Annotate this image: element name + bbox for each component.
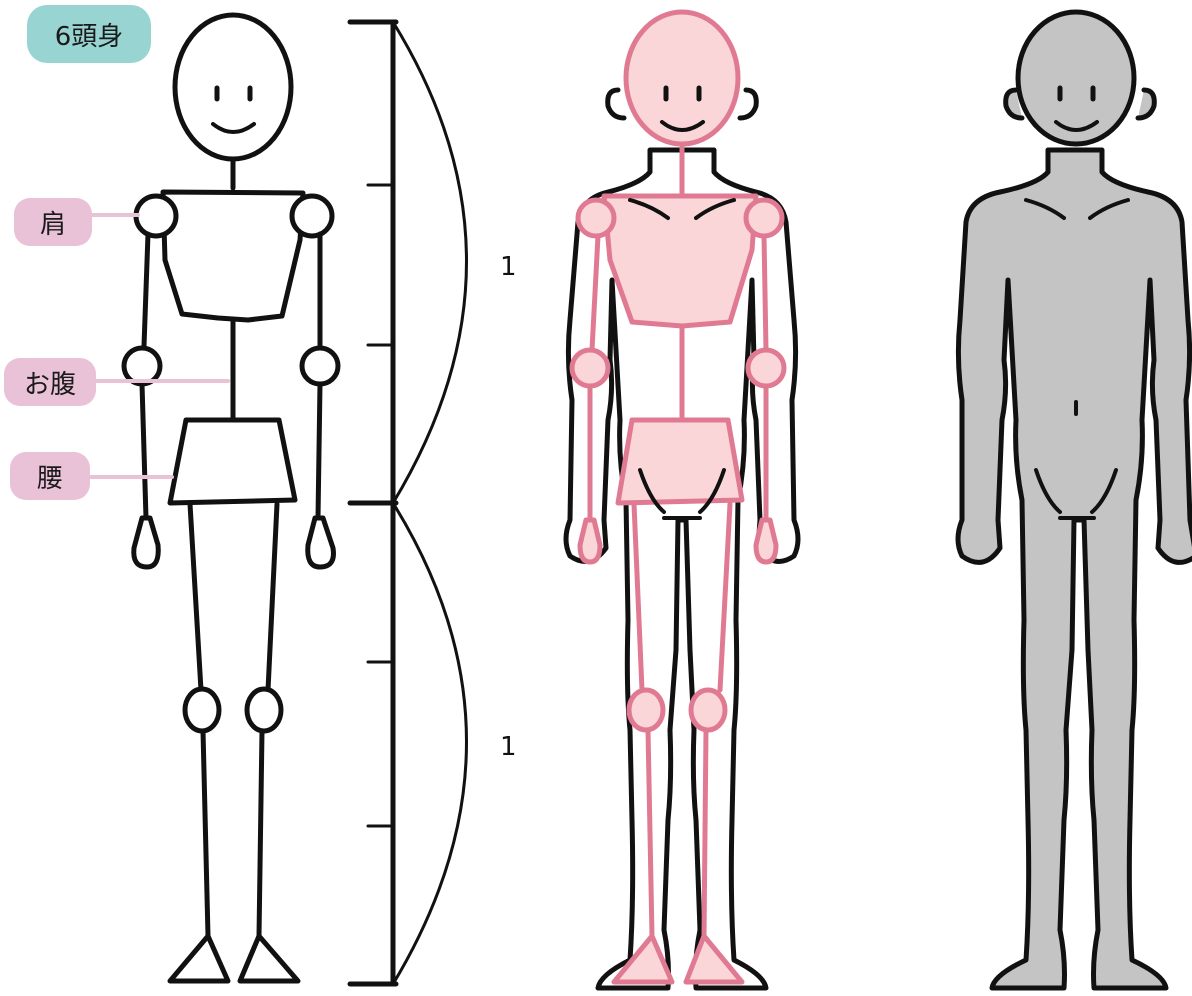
stick-elbow-left [124, 348, 160, 384]
height-ruler [350, 22, 467, 984]
bracket-lower [393, 503, 467, 984]
stick-knee-right [247, 689, 281, 731]
overlay-chest [604, 196, 756, 326]
stick-foot-left [170, 936, 228, 981]
overlay-figure [566, 12, 798, 988]
ratio-lower: 1 [500, 732, 517, 762]
silhouette-body [958, 150, 1192, 988]
stick-elbow-right [302, 348, 338, 384]
stick-hand-left [134, 518, 159, 567]
ratio-upper: 1 [500, 252, 517, 282]
stick-hand-right [308, 518, 334, 567]
bracket-upper [393, 22, 467, 503]
belly-label: お腹 [4, 358, 96, 406]
belly-label-text: お腹 [24, 364, 76, 401]
silhouette-head [1018, 12, 1134, 144]
proportion-title: 6頭身 [55, 16, 124, 53]
stick-shoulder-right [292, 196, 332, 236]
waist-label: 腰 [10, 452, 90, 500]
stick-foot-right [240, 936, 298, 981]
stick-knee-left [185, 689, 219, 731]
overlay-head [626, 12, 738, 144]
proportion-title-badge: 6頭身 [27, 5, 151, 63]
waist-label-text: 腰 [37, 458, 63, 495]
silhouette-figure [958, 12, 1192, 988]
stick-chest [163, 192, 303, 320]
overlay-pelvis [618, 420, 742, 503]
shoulder-label-text: 肩 [40, 204, 66, 241]
stick-shoulder-left [136, 196, 176, 236]
shoulder-label: 肩 [14, 198, 92, 246]
stick-figure [124, 15, 338, 981]
stick-pelvis [170, 420, 295, 503]
stick-head [175, 15, 291, 159]
